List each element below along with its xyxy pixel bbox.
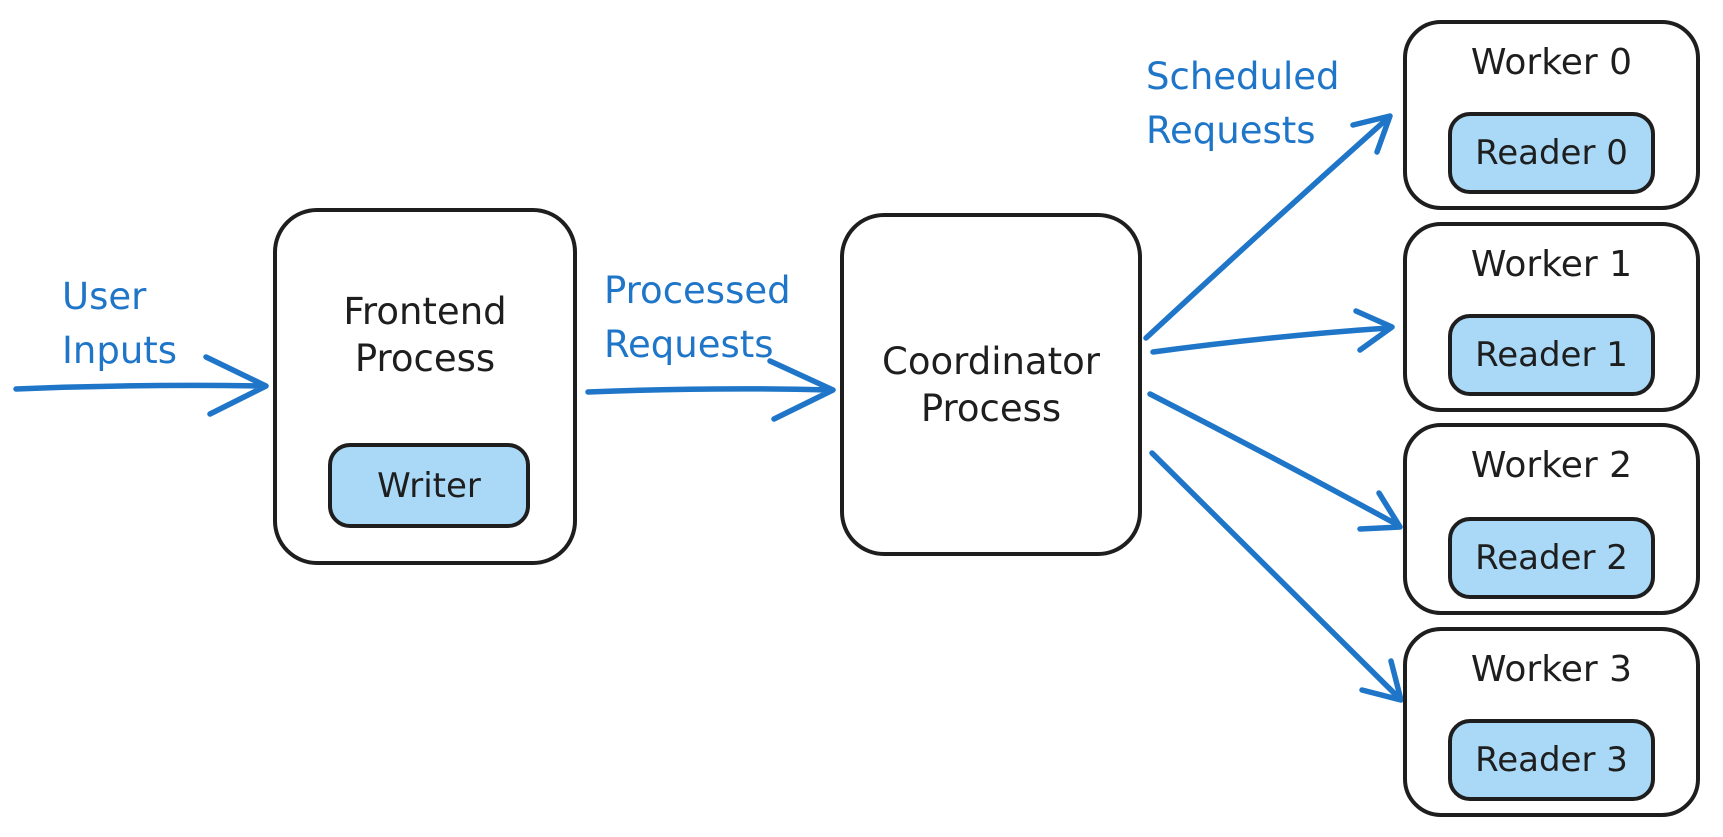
user-inputs-label: User Inputs [62, 270, 177, 378]
worker-1-label: Worker 1 [1470, 244, 1633, 285]
reader-node-1: Reader 1 [1448, 314, 1655, 396]
reader-node-0: Reader 0 [1448, 112, 1655, 194]
worker-0-label: Worker 0 [1470, 42, 1633, 83]
scheduled-requests-label-line2: Requests [1146, 109, 1316, 152]
coordinator-title-line1: Coordinator [882, 340, 1100, 383]
reader-node-3: Reader 3 [1448, 719, 1655, 801]
processed-requests-label-line2: Requests [604, 323, 774, 366]
user-inputs-arrow [13, 354, 269, 417]
worker-node-2: Worker 2 Reader 2 [1403, 423, 1700, 615]
scheduled-arrow-worker-0 [1143, 113, 1393, 341]
worker-2-label: Worker 2 [1470, 445, 1633, 486]
scheduled-arrow-worker-2 [1147, 391, 1403, 532]
user-inputs-label-line1: User [62, 275, 147, 318]
reader-0-label: Reader 0 [1475, 133, 1628, 173]
writer-node: Writer [328, 443, 530, 528]
scheduled-requests-label-line1: Scheduled [1146, 55, 1340, 98]
reader-3-label: Reader 3 [1475, 740, 1628, 780]
worker-node-1: Worker 1 Reader 1 [1403, 222, 1700, 412]
reader-node-2: Reader 2 [1448, 517, 1655, 599]
writer-label: Writer [377, 465, 481, 506]
worker-node-0: Worker 0 Reader 0 [1403, 20, 1700, 210]
frontend-process-node: Frontend Process Writer [273, 208, 577, 565]
worker-node-3: Worker 3 Reader 3 [1403, 627, 1700, 817]
worker-3-label: Worker 3 [1470, 649, 1633, 690]
scheduled-arrow-worker-1 [1150, 308, 1395, 355]
coordinator-process-title: Coordinator Process [844, 338, 1138, 432]
processed-requests-arrow [585, 358, 836, 422]
scheduled-arrow-worker-3 [1149, 450, 1404, 703]
frontend-title-line2: Process [354, 337, 496, 380]
reader-1-label: Reader 1 [1475, 335, 1628, 375]
coordinator-process-node: Coordinator Process [840, 213, 1142, 556]
frontend-title-line1: Frontend [343, 290, 507, 333]
reader-2-label: Reader 2 [1475, 538, 1628, 578]
coordinator-title-line2: Process [920, 387, 1062, 430]
user-inputs-label-line2: Inputs [62, 329, 178, 372]
frontend-process-title: Frontend Process [277, 288, 573, 382]
processed-requests-label: Processed Requests [604, 264, 791, 372]
scheduled-requests-label: Scheduled Requests [1146, 50, 1340, 158]
processed-requests-label-line1: Processed [604, 269, 791, 312]
